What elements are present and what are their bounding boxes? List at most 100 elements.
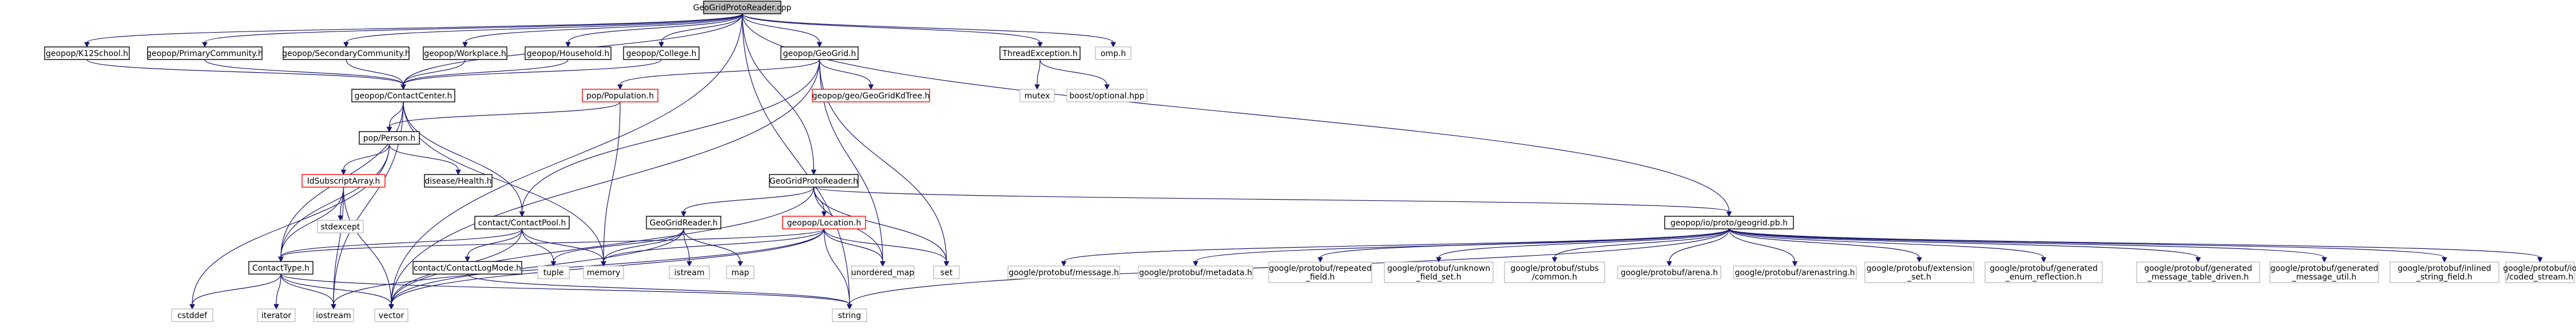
- edge-population-to-person: [386, 101, 621, 133]
- node-secondary[interactable]: geopop/SecondaryCommunity.h: [282, 46, 410, 60]
- node-workplace[interactable]: geopop/Workplace.h: [423, 46, 507, 60]
- node-label: _field_set.h: [1416, 273, 1462, 282]
- node-pb[interactable]: geopop/io/proto/geogrid.pb.h: [1664, 216, 1794, 229]
- edge-arrowhead: [1193, 261, 1198, 267]
- node-gp_message: google/protobuf/message.h: [1007, 265, 1120, 279]
- edge-arrowhead: [1037, 42, 1043, 48]
- edge-line: [1669, 228, 1730, 262]
- edge-line: [741, 13, 1041, 43]
- node-k12[interactable]: geopop/K12School.h: [44, 46, 130, 60]
- node-cstddef: cstddef: [171, 308, 213, 322]
- node-label: google/protobuf/generated: [1990, 264, 2098, 273]
- node-label: ThreadException.h: [1002, 49, 1077, 58]
- edge-pb-to-gp_unknown: [1436, 228, 1730, 263]
- node-gp_genenum: google/protobuf/generated_enum_reflectio…: [1984, 261, 2103, 283]
- node-box: [851, 265, 915, 279]
- edge-contacttype-to-iostream: [280, 273, 336, 310]
- node-box: [933, 265, 960, 279]
- edge-geogrid-to-population: [617, 59, 820, 90]
- edge-idsub-to-iostream: [331, 187, 344, 310]
- node-gp_stubs: google/protobuf/stubs/common.h: [1504, 261, 1605, 283]
- edge-line: [343, 187, 392, 305]
- node-box: [2136, 261, 2260, 283]
- node-gp_arenastring: google/protobuf/arenastring.h: [1733, 265, 1857, 279]
- node-label: geopop/Household.h: [527, 49, 610, 58]
- edge-arrowhead: [617, 84, 623, 90]
- edge-arrowhead: [2041, 257, 2047, 263]
- edge-arrowhead: [343, 42, 349, 48]
- node-college[interactable]: geopop/College.h: [623, 46, 700, 60]
- node-label: tuple: [543, 268, 564, 278]
- edge-college-to-contactcenter: [400, 59, 662, 90]
- node-label: pop/Person.h: [363, 134, 415, 143]
- edge-arrowhead: [1110, 42, 1116, 48]
- edge-root-to-primary: [202, 13, 743, 48]
- node-ggprotoreader[interactable]: GeoGridProtoReader.h: [769, 174, 859, 188]
- node-label: google/protobuf/arena.h: [1621, 268, 1718, 278]
- node-kdtree[interactable]: geopop/geo/GeoGridKdTree.h: [812, 89, 930, 102]
- node-root[interactable]: GeoGridProtoReader.cpp: [693, 1, 792, 14]
- node-box: [582, 89, 658, 102]
- edge-line: [1728, 228, 2541, 258]
- node-person[interactable]: pop/Person.h: [359, 131, 420, 145]
- node-label: geopop/io/proto/geogrid.pb.h: [1670, 219, 1788, 228]
- node-primary[interactable]: geopop/PrimaryCommunity.h: [146, 46, 263, 60]
- edge-arrowhead: [550, 261, 557, 267]
- edge-line: [86, 59, 404, 85]
- node-gp_repeated: google/protobuf/repeated_field.h: [1268, 261, 1372, 283]
- edge-arrowhead: [1436, 257, 1442, 263]
- node-geogridreader[interactable]: GeoGridReader.h: [646, 216, 721, 229]
- node-box: [1664, 216, 1794, 229]
- node-label: geopop/GeoGrid.h: [783, 49, 856, 58]
- node-label: google/protobuf/repeated: [1269, 264, 1372, 273]
- edge-arrowhead: [658, 42, 664, 48]
- node-label: _string_field.h: [2416, 273, 2472, 282]
- node-logmode[interactable]: contact/ContactLogMode.h: [412, 261, 522, 275]
- edge-arrowhead: [1061, 261, 1067, 267]
- edge-line: [823, 228, 947, 262]
- edge-pb-to-gp_genenum: [1728, 228, 2047, 263]
- edge-arrowhead: [686, 261, 692, 267]
- node-idsub[interactable]: IdSubscriptArray.h: [301, 174, 386, 188]
- edge-arrowhead: [189, 304, 195, 310]
- node-label: _message_table_driven.h: [2147, 273, 2249, 282]
- node-contacttype[interactable]: ContactType.h: [248, 261, 313, 275]
- edge-arrowhead: [943, 261, 950, 267]
- node-geogrid[interactable]: geopop/GeoGrid.h: [780, 46, 859, 60]
- node-contactcenter[interactable]: geopop/ContactCenter.h: [351, 89, 455, 102]
- node-gp_extension: google/protobuf/extension_set.h: [1864, 261, 1974, 283]
- edge-location-to-contacttype: [278, 228, 825, 263]
- edge-secondary-to-contactcenter: [346, 59, 406, 90]
- node-box: [423, 46, 507, 60]
- node-box: [537, 265, 570, 279]
- edge-arrowhead: [2537, 257, 2543, 263]
- edge-line: [1728, 228, 2325, 258]
- node-household[interactable]: geopop/Household.h: [525, 46, 612, 60]
- edge-root-to-household: [565, 13, 743, 48]
- node-box: [283, 46, 410, 60]
- edge-line: [1063, 228, 1730, 262]
- node-label: vector: [379, 311, 404, 320]
- node-label: google/protobuf/generated: [2144, 264, 2252, 273]
- node-box: [317, 220, 364, 233]
- node-label: _message_util.h: [2292, 273, 2356, 282]
- node-health[interactable]: disease/Health.h: [424, 174, 493, 188]
- node-label: _enum_reflection.h: [2005, 273, 2082, 282]
- node-box: [412, 261, 522, 275]
- edge-geogridreader-to-map: [683, 228, 743, 267]
- edge-arrowhead: [868, 84, 874, 90]
- node-location[interactable]: geopop/Location.h: [782, 216, 866, 229]
- edge-line: [661, 13, 743, 43]
- edge-pb-to-gp_repeated: [1317, 228, 1730, 263]
- node-threadexc[interactable]: ThreadException.h: [999, 46, 1081, 60]
- node-label: iostream: [316, 311, 351, 320]
- edge-line: [467, 273, 850, 305]
- node-label: mutex: [1025, 92, 1050, 101]
- edge-arrowhead: [1792, 261, 1798, 267]
- node-contactpool[interactable]: contact/ContactPool.h: [474, 216, 570, 229]
- node-iterator: iterator: [257, 308, 296, 322]
- node-label: geopop/SecondaryCommunity.h: [282, 49, 410, 58]
- node-label: _set.h: [1907, 273, 1931, 282]
- node-population[interactable]: pop/Population.h: [582, 89, 658, 102]
- edge-arrowhead: [2321, 257, 2327, 263]
